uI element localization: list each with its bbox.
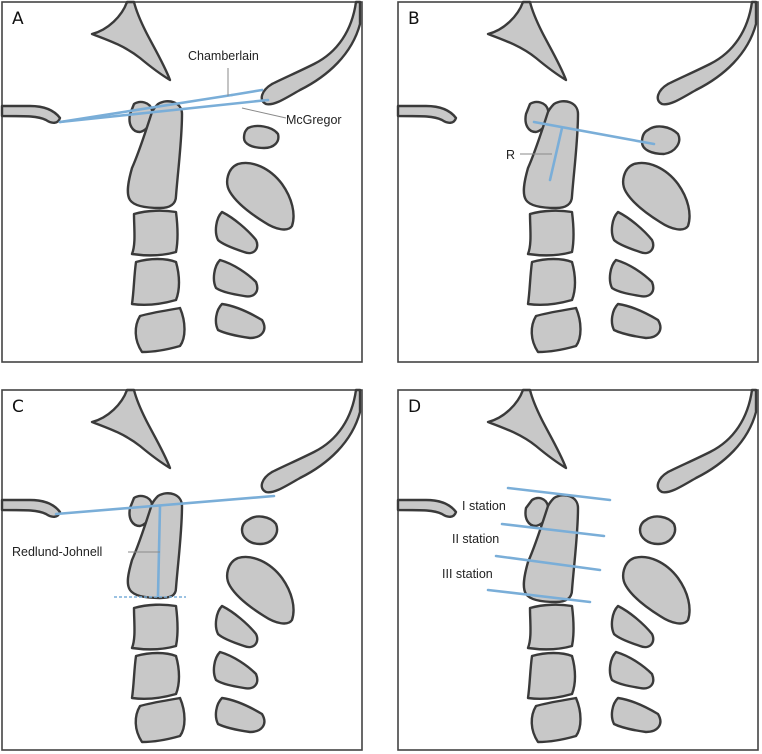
c3-vertebral-body bbox=[130, 209, 179, 257]
c3-posterior-element bbox=[610, 210, 655, 255]
c2-spinous-process bbox=[622, 161, 691, 231]
c5-posterior-element bbox=[214, 696, 266, 734]
station-3-line bbox=[494, 554, 602, 572]
c4-posterior-element bbox=[608, 258, 655, 298]
occipital-bone bbox=[90, 388, 172, 470]
r-label: R bbox=[506, 148, 515, 162]
c4-posterior-element bbox=[212, 650, 259, 690]
chamberlain-line bbox=[58, 93, 234, 124]
c5-posterior-element bbox=[610, 696, 662, 734]
c5-vertebral-body bbox=[134, 696, 186, 744]
hard-palate bbox=[0, 498, 62, 518]
station-3-label: III station bbox=[442, 567, 493, 581]
c4-vertebral-body bbox=[130, 651, 181, 700]
chamberlain-line-ext bbox=[230, 88, 264, 97]
posterior-skull bbox=[656, 388, 758, 494]
panel-a-figure: A Chamberlain McGregor bbox=[0, 0, 363, 363]
panel-letter: B bbox=[408, 9, 420, 29]
station-1-line bbox=[506, 486, 612, 502]
redlund-johnell-line bbox=[156, 504, 162, 598]
axis-dens bbox=[522, 494, 580, 604]
mcgregor-line bbox=[54, 494, 276, 516]
c3-posterior-element bbox=[214, 210, 259, 255]
c4-vertebral-body bbox=[526, 257, 577, 306]
c5-posterior-element bbox=[214, 302, 266, 340]
hard-palate bbox=[396, 104, 458, 124]
hard-palate bbox=[396, 498, 458, 518]
station-1-label: I station bbox=[462, 499, 506, 513]
panel-letter: A bbox=[12, 9, 24, 29]
panel-frame bbox=[1, 389, 363, 751]
station-base-line bbox=[486, 588, 592, 604]
atlas-posterior-arch bbox=[240, 515, 279, 546]
panel-d-figure: D I station II station III station bbox=[396, 388, 759, 751]
panel-letter: C bbox=[12, 397, 24, 417]
posterior-skull bbox=[260, 0, 362, 106]
panel-frame bbox=[1, 1, 363, 363]
panel-frame bbox=[397, 389, 759, 751]
station-2-label: II station bbox=[452, 532, 499, 546]
c3-vertebral-body bbox=[526, 209, 575, 257]
atlas-posterior-arch bbox=[638, 515, 677, 546]
panel-d: D I station II station III station bbox=[396, 388, 762, 754]
c3-vertebral-body bbox=[526, 603, 575, 651]
c5-vertebral-body bbox=[530, 696, 582, 744]
station-2-line bbox=[500, 522, 606, 538]
panel-letter: D bbox=[408, 397, 421, 417]
c4-posterior-element bbox=[212, 258, 259, 298]
c5-vertebral-body bbox=[530, 306, 582, 354]
redlund-johnell-label: Redlund-Johnell bbox=[12, 545, 102, 559]
panel-b: B R bbox=[396, 0, 762, 366]
panel-c-figure: C Redlund-Johnell bbox=[0, 388, 363, 751]
chamberlain-label: Chamberlain bbox=[188, 49, 259, 63]
mcgregor-leader bbox=[241, 107, 287, 119]
c5-vertebral-body bbox=[134, 306, 186, 354]
c4-vertebral-body bbox=[526, 651, 577, 700]
c3-posterior-element bbox=[214, 604, 259, 649]
c3-posterior-element bbox=[610, 604, 655, 649]
c4-vertebral-body bbox=[130, 257, 181, 306]
panel-a: A Chamberlain McGregor bbox=[0, 0, 366, 366]
ranawat-axis-line bbox=[548, 126, 564, 182]
axis-dens bbox=[126, 100, 184, 210]
hard-palate bbox=[0, 104, 62, 124]
panel-c: C Redlund-Johnell bbox=[0, 388, 366, 754]
occipital-bone bbox=[486, 0, 568, 82]
c2-spinous-process bbox=[622, 555, 691, 625]
posterior-skull bbox=[656, 0, 758, 106]
occipital-bone bbox=[486, 388, 568, 470]
atlas-posterior-arch bbox=[242, 124, 280, 150]
mcgregor-label: McGregor bbox=[286, 113, 342, 127]
c3-vertebral-body bbox=[130, 603, 179, 651]
c4-posterior-element bbox=[608, 650, 655, 690]
mcgregor-line bbox=[58, 98, 270, 124]
panel-frame bbox=[397, 1, 759, 363]
c5-posterior-element bbox=[610, 302, 662, 340]
posterior-skull bbox=[260, 388, 362, 494]
c2-spinous-process bbox=[226, 161, 295, 231]
panel-b-figure: B R bbox=[396, 0, 759, 363]
c2-spinous-process bbox=[226, 555, 295, 625]
atlas-posterior-arch bbox=[640, 125, 681, 156]
occipital-bone bbox=[90, 0, 172, 82]
ranawat-transverse-line bbox=[532, 120, 656, 146]
